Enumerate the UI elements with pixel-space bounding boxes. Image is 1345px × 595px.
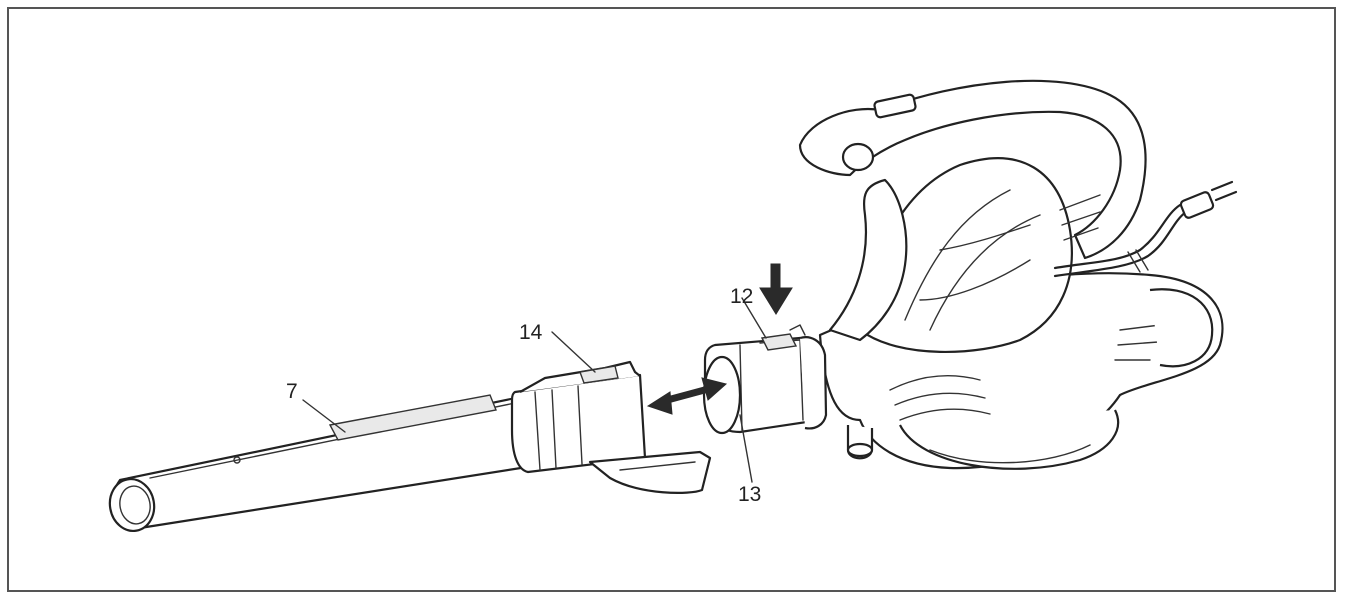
leader-13 xyxy=(739,414,753,483)
callout-14: 14 xyxy=(519,321,543,344)
clip-tab xyxy=(579,365,619,384)
leader-7 xyxy=(302,399,346,433)
leader-12 xyxy=(741,297,767,339)
blower-body xyxy=(798,79,1224,470)
nozzle-adapter xyxy=(702,324,828,435)
blow-pipe xyxy=(108,360,712,532)
callout-13: 13 xyxy=(738,483,761,506)
press-down-arrow xyxy=(759,263,793,315)
latch-button xyxy=(760,333,798,351)
pipe-label-plate xyxy=(328,394,497,441)
leader-lines xyxy=(302,297,767,483)
callout-7: 7 xyxy=(286,380,298,403)
attach-direction-arrow xyxy=(646,377,728,415)
callout-12: 12 xyxy=(730,285,753,308)
leader-14 xyxy=(551,331,596,373)
power-cord xyxy=(1053,180,1238,278)
